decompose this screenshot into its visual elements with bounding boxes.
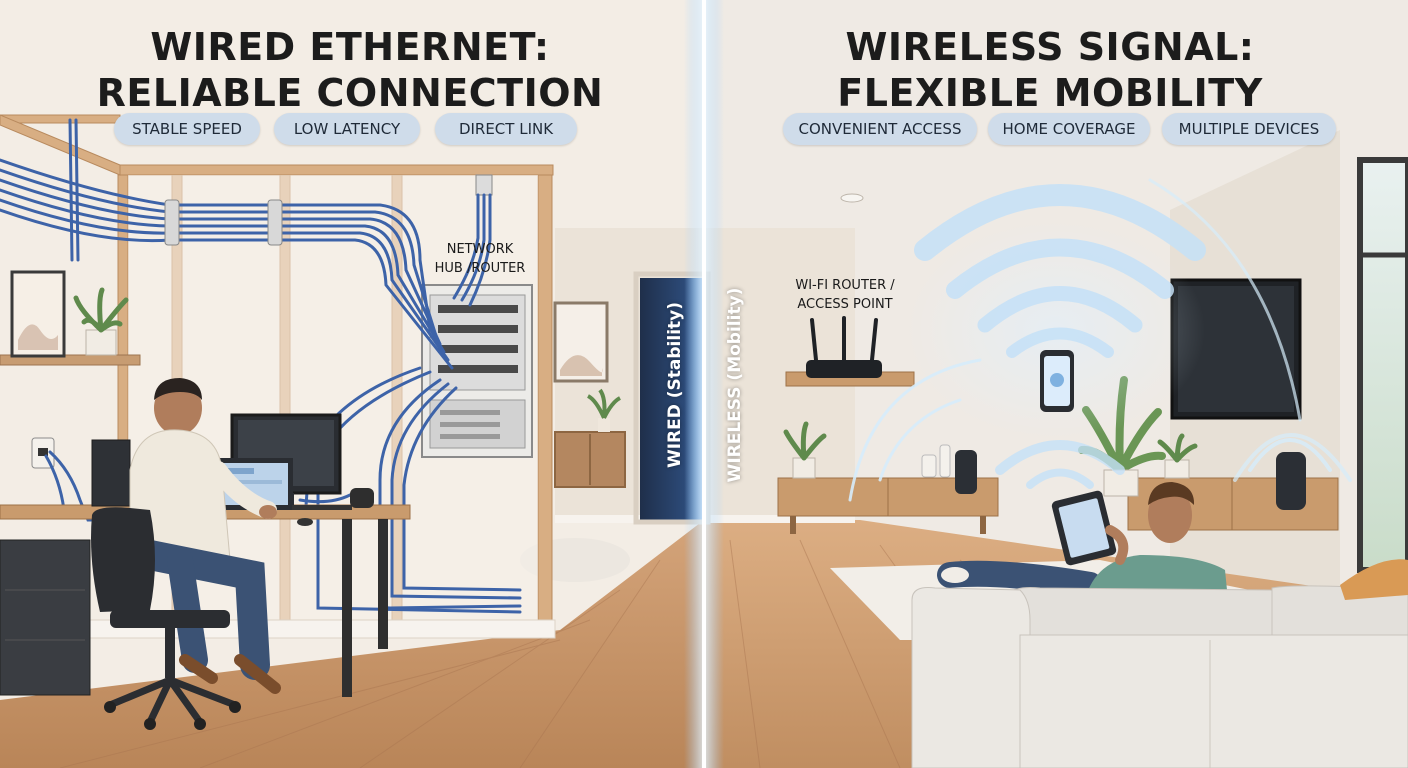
cabinet-plant-pot — [792, 457, 816, 479]
wireless-feature-pill: CONVENIENT ACCESS — [783, 113, 977, 145]
wired-feature-pill: STABLE SPEED — [114, 113, 260, 145]
divider-label-wireless: WIRELESS (Mobility) — [725, 287, 745, 483]
hub-router-label: NETWORK HUB /ROUTER — [425, 240, 535, 278]
desk-drawer-cabinet — [0, 539, 91, 696]
desk-leg — [342, 519, 352, 697]
shelf-plant-icon — [73, 287, 129, 333]
desk-speaker — [350, 488, 374, 508]
sofa — [911, 559, 1408, 768]
shelf-plant-pot — [85, 329, 117, 356]
wireless-feature-pill: HOME COVERAGE — [988, 113, 1150, 145]
divider-label-wired: WIRED (Stability) — [665, 301, 685, 469]
ceiling-light — [840, 193, 864, 203]
pc-tower — [91, 439, 131, 507]
office-chair — [91, 507, 241, 730]
floor-left — [0, 520, 704, 768]
wired-feature-pill: LOW LATENCY — [274, 113, 420, 145]
hub-label-line1: NETWORK — [446, 242, 514, 257]
wireless-title: WIRELESS SIGNAL: FLEXIBLE MOBILITY — [720, 24, 1380, 116]
wireless-title-line2: FLEXIBLE MOBILITY — [837, 71, 1263, 115]
wifi-router-label: WI-FI ROUTER / ACCESS POINT — [770, 276, 920, 314]
router-label-line1: WI-FI ROUTER / — [795, 278, 895, 293]
smart-speaker — [1276, 452, 1306, 510]
cabinet-plant-icon — [783, 421, 827, 461]
wired-feature-pill: DIRECT LINK — [435, 113, 577, 145]
divider-line — [702, 0, 706, 768]
keyboard — [292, 505, 352, 510]
wireless-feature-pill: MULTIPLE DEVICES — [1162, 113, 1336, 145]
person-at-desk — [129, 378, 281, 694]
wired-title: WIRED ETHERNET: RELIABLE CONNECTION — [40, 24, 660, 116]
wall-shelf — [0, 354, 141, 366]
router-label-line2: ACCESS POINT — [797, 297, 893, 312]
wireless-title-line1: WIRELESS SIGNAL: — [845, 25, 1255, 69]
wifi-router — [806, 360, 882, 378]
hub-label-line2: HUB /ROUTER — [434, 261, 526, 276]
wifi-waves — [848, 178, 1352, 502]
smart-speaker-small — [955, 450, 977, 494]
panel-switch-ports — [438, 305, 518, 373]
wired-title-line2: RELIABLE CONNECTION — [96, 71, 604, 115]
back-cabinet-plant-icon — [586, 388, 622, 419]
wired-title-line1: WIRED ETHERNET: — [150, 25, 550, 69]
sofa-cushion — [1340, 559, 1408, 600]
back-wall-picture-art — [560, 355, 603, 376]
window — [1357, 157, 1408, 573]
mouse — [297, 518, 313, 526]
cable-clips — [164, 199, 283, 246]
